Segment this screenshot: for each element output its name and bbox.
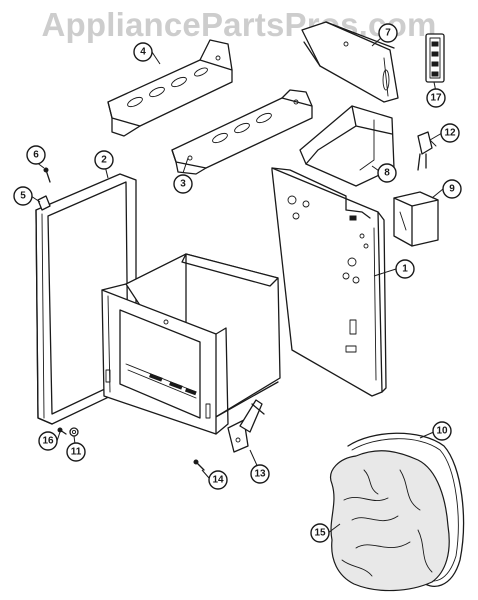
callout-4[interactable]: 4	[133, 42, 153, 62]
part-4-bracket	[107, 39, 233, 137]
part-15-insulation	[330, 450, 450, 592]
callout-7-label: 7	[385, 28, 391, 39]
callout-1[interactable]: 1	[395, 259, 415, 279]
callout-4-label: 4	[140, 47, 146, 58]
callout-1-label: 1	[402, 264, 408, 275]
callout-8-label: 8	[384, 168, 390, 179]
callout-5-label: 5	[20, 191, 26, 202]
part-6-screw	[43, 167, 51, 183]
callout-3[interactable]: 3	[173, 174, 193, 194]
part-12-switch	[417, 131, 437, 171]
part-5-clip	[37, 195, 51, 211]
callout-11[interactable]: 11	[66, 442, 86, 462]
callout-10[interactable]: 10	[432, 421, 452, 441]
callout-7[interactable]: 7	[378, 23, 398, 43]
callout-17-label: 17	[430, 93, 442, 104]
callout-3-label: 3	[180, 179, 186, 190]
part-11-grommet	[69, 427, 79, 437]
callout-13[interactable]: 13	[250, 464, 270, 484]
callout-13-label: 13	[254, 469, 266, 480]
callout-12-label: 12	[444, 128, 456, 139]
callout-10-label: 10	[436, 426, 448, 437]
part-17-terminal	[425, 33, 445, 83]
callout-12[interactable]: 12	[440, 123, 460, 143]
callout-14[interactable]: 14	[208, 470, 228, 490]
part-7-bracket	[301, 21, 399, 103]
callout-9[interactable]: 9	[442, 179, 462, 199]
oven-cavity	[101, 253, 281, 435]
part-16-screw	[57, 427, 67, 435]
callout-17[interactable]: 17	[426, 88, 446, 108]
callout-6[interactable]: 6	[26, 145, 46, 165]
callout-11-label: 11	[71, 447, 82, 458]
callout-16[interactable]: 16	[38, 431, 58, 451]
part-9-box	[393, 191, 439, 247]
part-10-gasket	[347, 432, 465, 588]
callout-6-label: 6	[33, 150, 39, 161]
part-14-screw	[193, 459, 205, 471]
leader-lines	[30, 37, 444, 534]
part-3-bracket	[171, 89, 313, 175]
callout-15[interactable]: 15	[310, 523, 330, 543]
callout-8[interactable]: 8	[377, 163, 397, 183]
callout-2[interactable]: 2	[94, 150, 114, 170]
part-13-hinge	[227, 399, 265, 453]
part-1-side-panel	[271, 167, 387, 397]
callout-16-label: 16	[42, 436, 54, 447]
callout-14-label: 14	[212, 475, 224, 486]
callout-15-label: 15	[314, 528, 326, 539]
callout-5[interactable]: 5	[13, 186, 33, 206]
callout-2-label: 2	[101, 155, 107, 166]
callout-9-label: 9	[449, 184, 455, 195]
